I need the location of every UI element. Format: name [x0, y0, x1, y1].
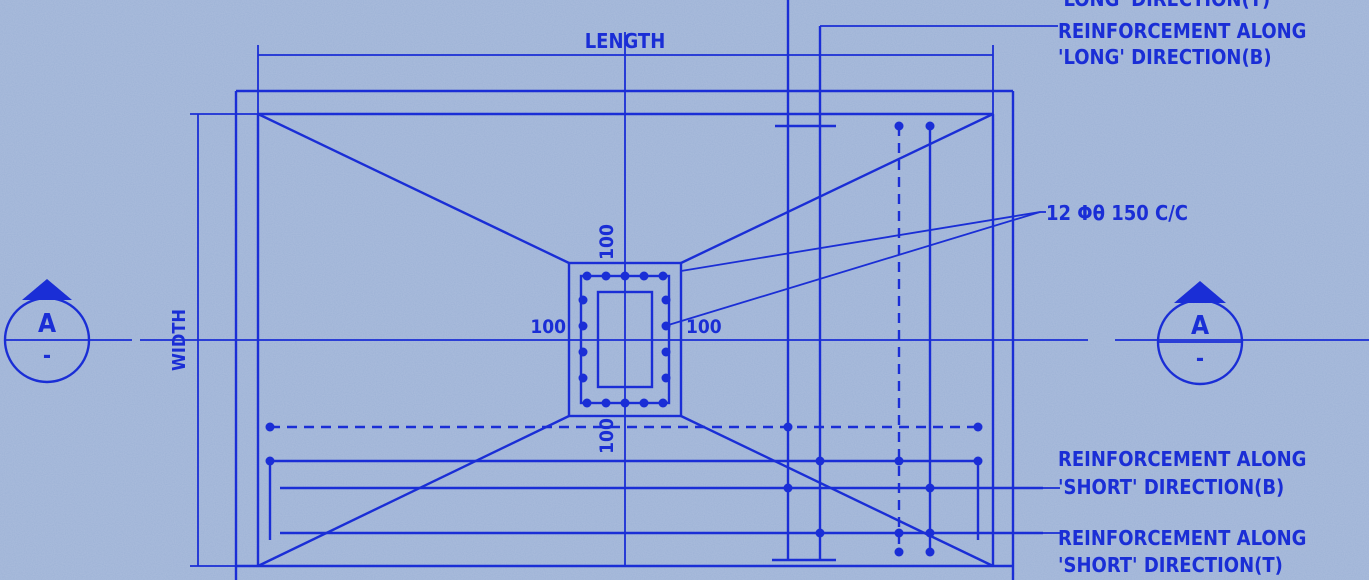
rebar-dot: [815, 456, 825, 466]
column-bar-dot: [601, 398, 611, 408]
column-bar-dot: [620, 271, 630, 281]
rebar-dot: [783, 483, 793, 493]
column-bar-dot: [639, 398, 649, 408]
column-bar-dot: [578, 321, 588, 331]
rebar-dot: [925, 483, 935, 493]
column-bars: [578, 271, 671, 408]
rebar-dot: [783, 422, 793, 432]
rebar-dot: [894, 547, 904, 557]
leader-lines: [664, 25, 1060, 534]
column-bar-dot: [658, 398, 668, 408]
short-b-note-line2: 'SHORT' DIRECTION(B): [1058, 475, 1284, 499]
column-bar-dot: [639, 271, 649, 281]
rebar-dot: [815, 528, 825, 538]
column-bar-dot: [578, 347, 588, 357]
short-b-note-line1: REINFORCEMENT ALONG: [1058, 447, 1306, 471]
clearance-right-label: 100: [686, 316, 722, 338]
column-bar-dot: [578, 295, 588, 305]
rebar-intersection-dots: [265, 121, 983, 557]
column-bar-dot: [661, 295, 671, 305]
rebar-dot: [265, 422, 275, 432]
section-letter-right: A: [1191, 311, 1209, 341]
short-t-note-line2: 'SHORT' DIRECTION(T): [1058, 553, 1283, 577]
column-bar-dot: [578, 373, 588, 383]
clearance-left-label: 100: [530, 316, 566, 338]
section-sheet-right: -: [1196, 347, 1204, 372]
rebar-dot: [925, 547, 935, 557]
column-bar-dot: [620, 398, 630, 408]
rebar-dot: [894, 456, 904, 466]
length-label: LENGTH: [585, 29, 666, 53]
long-t-note: 'LONG' DIRECTION(T): [1058, 0, 1270, 11]
column-bar-dot: [661, 347, 671, 357]
column-bar-dot: [582, 398, 592, 408]
rebar-dot: [973, 422, 983, 432]
section-marker-right: A -: [1156, 281, 1244, 386]
rebar-dot: [894, 121, 904, 131]
long-b-note-line1: REINFORCEMENT ALONG: [1058, 19, 1306, 43]
rebar-dot: [894, 528, 904, 538]
clearance-top-label: 100: [596, 224, 618, 260]
rebar-dot: [973, 456, 983, 466]
rebar-dot: [265, 456, 275, 466]
long-b-note-line2: 'LONG' DIRECTION(B): [1058, 45, 1272, 69]
section-letter-left: A: [38, 309, 56, 339]
column-bar-dot: [601, 271, 611, 281]
long-direction-bars: [772, 0, 932, 562]
bar-spec-label: 12 Φθ 150 C/C: [1046, 201, 1188, 225]
short-direction-bars: [268, 425, 1043, 540]
short-t-note-line1: REINFORCEMENT ALONG: [1058, 526, 1306, 550]
width-label: WIDTH: [169, 309, 190, 371]
rebar-dot: [925, 121, 935, 131]
column-bar-dot: [582, 271, 592, 281]
section-sheet-left: -: [43, 344, 51, 369]
slope-lines: [257, 112, 994, 568]
section-marker-left: A -: [3, 279, 132, 384]
column-bar-dot: [658, 271, 668, 281]
clearance-bottom-label: 100: [596, 418, 618, 454]
column-bar-dot: [661, 373, 671, 383]
rebar-dot: [925, 528, 935, 538]
